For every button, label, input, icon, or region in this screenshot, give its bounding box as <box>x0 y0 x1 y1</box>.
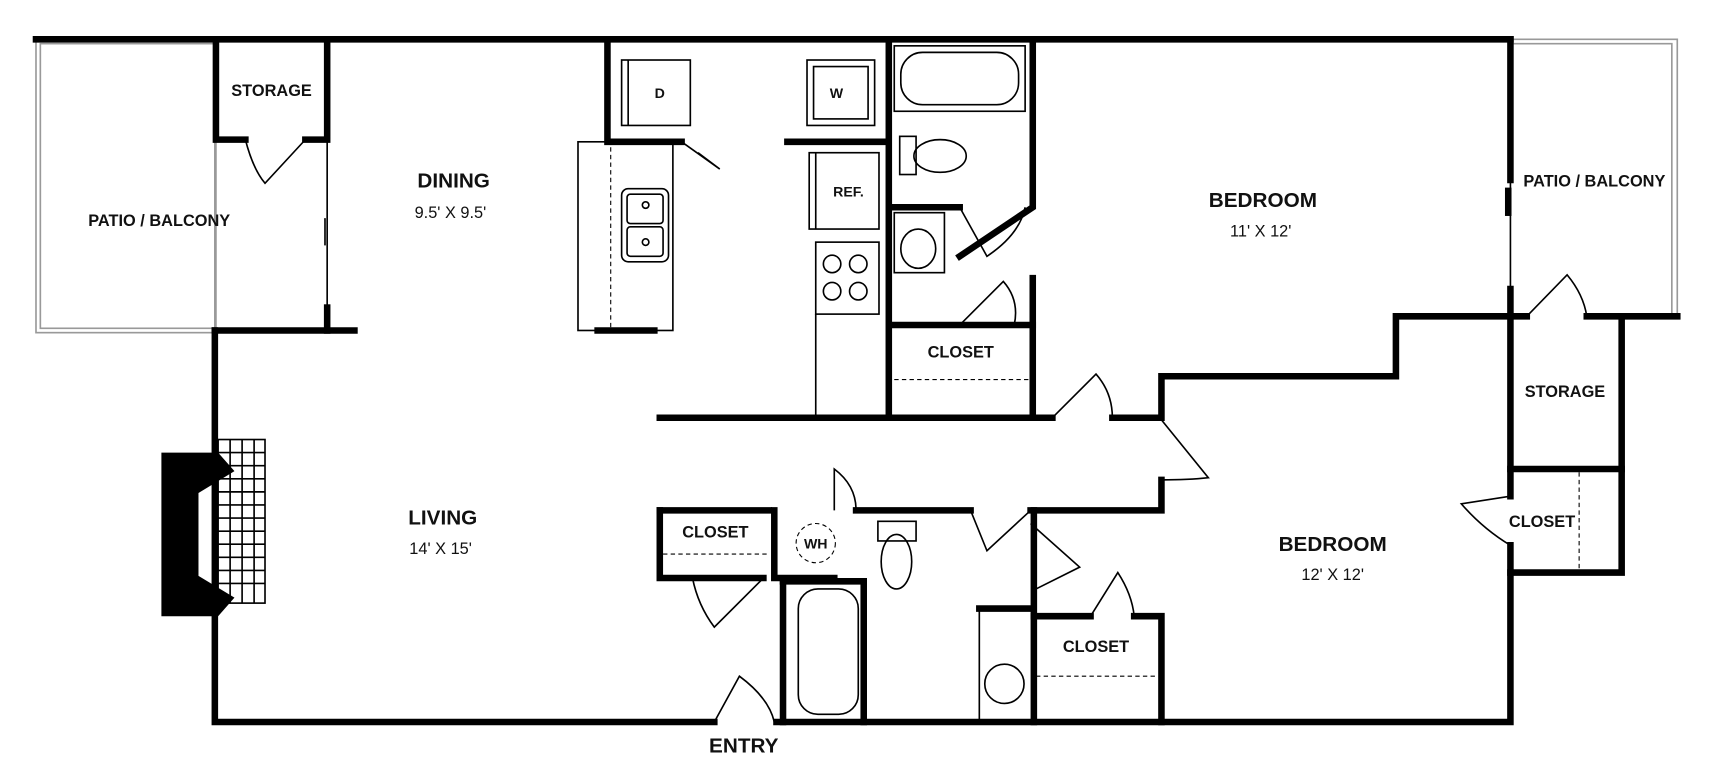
patio-right <box>1510 38 1679 317</box>
storage-left-label: STORAGE <box>231 82 312 100</box>
toilet-icon <box>898 135 968 176</box>
washer-icon: W <box>806 59 876 127</box>
closet-right-label: CLOSET <box>1509 513 1575 531</box>
bathtub-icon <box>797 588 860 716</box>
fireplace <box>161 438 266 617</box>
patio-left <box>35 39 217 334</box>
bedroom1-size: 11' X 12' <box>1230 223 1291 241</box>
bath-sink-icon <box>983 663 1025 705</box>
dryer-label: D <box>655 86 665 102</box>
bedroom1-label: BEDROOM <box>1209 189 1317 212</box>
closet-bed2-label: CLOSET <box>1063 638 1129 656</box>
patio-right-label: PATIO / BALCONY <box>1523 173 1665 191</box>
bath-sink-icon <box>893 211 946 274</box>
living-label: LIVING <box>408 507 477 530</box>
refrigerator-icon: REF. <box>808 151 880 230</box>
toilet-icon <box>877 520 917 590</box>
walls <box>32 36 1681 726</box>
bedroom2-size: 12' X 12' <box>1301 566 1364 584</box>
patio-left-label: PATIO / BALCONY <box>88 212 230 230</box>
kitchen-sink-icon <box>620 187 670 263</box>
doors <box>244 139 1588 723</box>
kitchen-counter <box>577 140 674 334</box>
water-heater-label: WH <box>804 537 828 553</box>
dining-label: DINING <box>417 170 490 193</box>
water-heater-icon <box>795 522 836 564</box>
dining-size: 9.5' X 9.5' <box>415 204 487 222</box>
storage-right-label: STORAGE <box>1525 383 1606 401</box>
entry-label: ENTRY <box>709 735 779 758</box>
dryer-icon: D <box>620 59 692 127</box>
bathtub-icon <box>893 45 1026 113</box>
washer-label: W <box>830 86 844 102</box>
living-size: 14' X 15' <box>409 540 472 558</box>
closet-bath1-label: CLOSET <box>928 344 994 362</box>
refrigerator-label: REF. <box>833 184 864 200</box>
stove-icon <box>814 241 880 417</box>
closet-hall-label: CLOSET <box>682 524 748 542</box>
bedroom2-label: BEDROOM <box>1279 533 1387 556</box>
